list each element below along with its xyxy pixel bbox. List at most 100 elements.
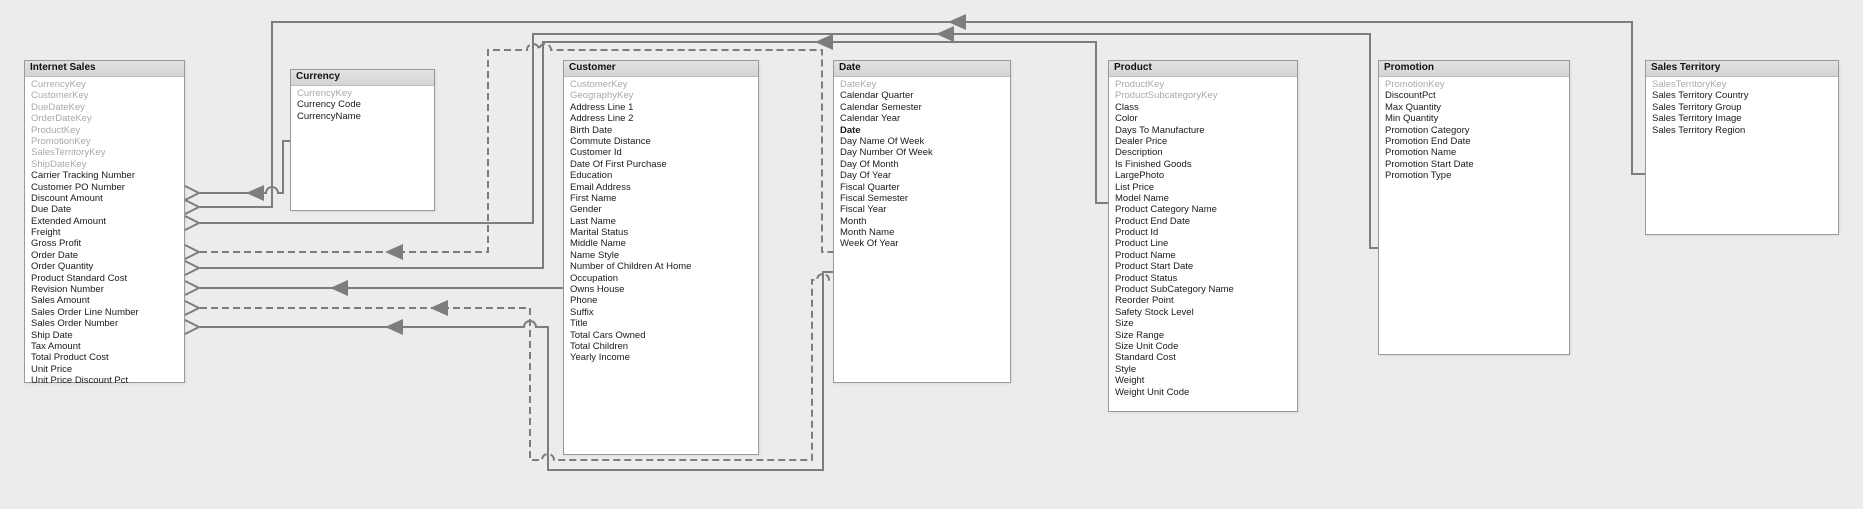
column-row[interactable]: CurrencyKey xyxy=(297,88,352,99)
column-row[interactable]: ShipDateKey xyxy=(31,158,87,170)
column-row[interactable]: Fiscal Year xyxy=(840,204,887,216)
column-row[interactable]: First Name xyxy=(570,192,617,204)
column-row[interactable]: Unit Price xyxy=(31,363,73,375)
column-row[interactable]: Product Category Name xyxy=(1115,204,1217,216)
column-row[interactable]: Product Id xyxy=(1115,227,1159,239)
column-row[interactable]: Revision Number xyxy=(31,284,104,296)
column-row[interactable]: Order Quantity xyxy=(31,261,94,273)
column-row[interactable]: Carrier Tracking Number xyxy=(31,170,135,182)
relationship-internet-sales-customer[interactable] xyxy=(184,280,563,296)
column-row[interactable]: Name Style xyxy=(570,249,620,261)
column-row[interactable]: Occupation xyxy=(570,272,619,284)
column-row[interactable]: LargePhoto xyxy=(1115,170,1165,182)
column-row[interactable]: Weight Unit Code xyxy=(1115,386,1190,398)
relationship-internet-sales-date[interactable] xyxy=(184,273,833,461)
column-row[interactable]: Size xyxy=(1115,318,1134,330)
column-row[interactable]: Calendar Year xyxy=(840,113,901,125)
column-row[interactable]: Sales Territory Image xyxy=(1652,113,1742,125)
column-row[interactable]: Product Standard Cost xyxy=(31,272,128,284)
column-row[interactable]: Tax Amount xyxy=(31,340,81,352)
table-header[interactable]: Sales Territory xyxy=(1646,61,1838,77)
column-row[interactable]: DiscountPct xyxy=(1385,90,1436,102)
column-row[interactable]: Max Quantity xyxy=(1385,101,1441,113)
column-row[interactable]: Day Number Of Week xyxy=(840,147,933,159)
table-header[interactable]: Date xyxy=(834,61,1010,77)
column-row[interactable]: Phone xyxy=(570,295,598,307)
column-row[interactable]: Sales Amount xyxy=(31,295,90,307)
column-row[interactable]: PromotionKey xyxy=(31,135,91,147)
column-row[interactable]: Style xyxy=(1115,363,1137,375)
column-row[interactable]: Min Quantity xyxy=(1385,113,1439,125)
relationship-line[interactable] xyxy=(200,271,833,471)
column-row[interactable]: SalesTerritoryKey xyxy=(1652,79,1727,90)
column-row[interactable]: Dealer Price xyxy=(1115,135,1168,147)
relationship-internet-sales-date[interactable] xyxy=(184,271,833,471)
relationship-line[interactable] xyxy=(200,140,290,194)
column-row[interactable]: CustomerKey xyxy=(570,79,628,90)
column-row[interactable]: Date xyxy=(840,124,861,136)
column-row[interactable]: Calendar Semester xyxy=(840,101,922,113)
column-row[interactable]: Product Name xyxy=(1115,249,1176,261)
column-row[interactable]: Promotion Name xyxy=(1385,147,1457,159)
column-row[interactable]: Fiscal Quarter xyxy=(840,181,900,193)
column-row[interactable]: Size Range xyxy=(1115,329,1165,341)
table-header[interactable]: Promotion xyxy=(1379,61,1569,77)
column-row[interactable]: Extended Amount xyxy=(31,215,106,227)
column-row[interactable]: List Price xyxy=(1115,181,1155,193)
column-row[interactable]: Product End Date xyxy=(1115,215,1190,227)
column-row[interactable]: Month xyxy=(840,215,867,227)
column-row[interactable]: Day Name Of Week xyxy=(840,135,925,147)
column-row[interactable]: Product Start Date xyxy=(1115,261,1194,273)
column-row[interactable]: SalesTerritoryKey xyxy=(31,147,106,159)
column-row[interactable]: CustomerKey xyxy=(31,90,89,102)
column-row[interactable]: CurrencyName xyxy=(297,110,361,122)
column-row[interactable]: Suffix xyxy=(570,306,594,318)
column-row[interactable]: Yearly Income xyxy=(570,352,630,364)
column-row[interactable]: Title xyxy=(570,318,588,330)
relationship-line[interactable] xyxy=(200,273,833,461)
column-row[interactable]: Product Line xyxy=(1115,238,1169,250)
column-row[interactable]: Commute Distance xyxy=(570,135,651,147)
column-row[interactable]: Size Unit Code xyxy=(1115,340,1179,352)
column-row[interactable]: Owns House xyxy=(570,284,625,296)
column-row[interactable]: DateKey xyxy=(840,79,877,90)
column-row[interactable]: Due Date xyxy=(31,204,72,216)
table-header[interactable]: Customer xyxy=(564,61,758,77)
column-row[interactable]: Number of Children At Home xyxy=(570,261,692,273)
column-row[interactable]: Last Name xyxy=(570,215,616,227)
relationship-internet-sales-date[interactable] xyxy=(184,43,833,260)
column-row[interactable]: Discount Amount xyxy=(31,192,103,204)
column-row[interactable]: Safety Stock Level xyxy=(1115,306,1194,318)
column-row[interactable]: ProductKey xyxy=(1115,79,1165,90)
column-row[interactable]: Currency Code xyxy=(297,99,361,111)
column-row[interactable]: Promotion Category xyxy=(1385,124,1470,136)
column-row[interactable]: Sales Order Line Number xyxy=(31,306,139,318)
column-row[interactable]: Gender xyxy=(570,204,602,216)
column-row[interactable]: Days To Manufacture xyxy=(1115,124,1205,136)
column-row[interactable]: Weight xyxy=(1115,375,1145,387)
column-row[interactable]: Gross Profit xyxy=(31,238,82,250)
column-row[interactable]: Reorder Point xyxy=(1115,295,1174,307)
column-row[interactable]: Fiscal Semester xyxy=(840,192,909,204)
relationship-internet-sales-currency[interactable] xyxy=(184,140,290,201)
relationship-internet-sales-sales-territory[interactable] xyxy=(184,14,1645,215)
column-row[interactable]: Month Name xyxy=(840,227,895,239)
column-row[interactable]: OrderDateKey xyxy=(31,113,92,125)
column-row[interactable]: Promotion Start Date xyxy=(1385,158,1474,170)
column-row[interactable]: Birth Date xyxy=(570,124,613,136)
column-row[interactable]: Unit Price Discount Pct xyxy=(31,375,129,387)
table-header[interactable]: Internet Sales xyxy=(25,61,184,77)
column-row[interactable]: Email Address xyxy=(570,181,631,193)
column-row[interactable]: Sales Territory Region xyxy=(1652,124,1746,136)
column-row[interactable]: Description xyxy=(1115,147,1163,159)
column-row[interactable]: Is Finished Goods xyxy=(1115,158,1192,170)
table-header[interactable]: Currency xyxy=(291,70,434,86)
column-row[interactable]: Day Of Year xyxy=(840,170,892,182)
column-row[interactable]: Day Of Month xyxy=(840,158,899,170)
